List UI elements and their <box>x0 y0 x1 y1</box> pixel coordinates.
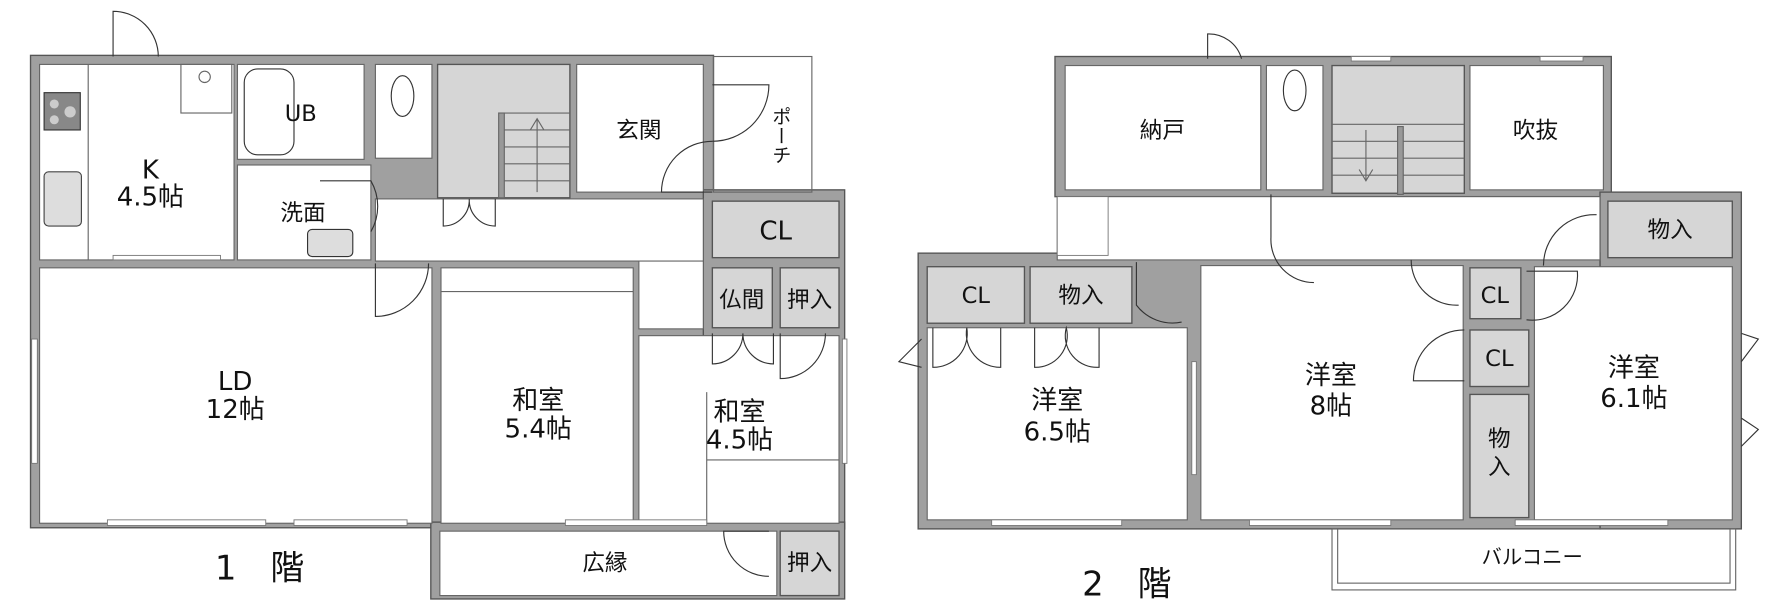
closet <box>1469 329 1530 388</box>
porch-label: ポーチ <box>769 107 792 165</box>
storage-label: 納戸 <box>1140 118 1185 144</box>
room-size: 6.1帖 <box>1600 384 1667 414</box>
entrance-label: 玄関 <box>616 118 661 144</box>
oshiire <box>779 267 840 329</box>
ld-size: 12帖 <box>206 395 265 425</box>
doors <box>112 10 827 577</box>
washitsu-size: 5.4帖 <box>505 414 572 444</box>
oshiire-label: 押入 <box>787 287 832 313</box>
closet <box>1469 267 1522 320</box>
monoire <box>1469 393 1530 519</box>
toilet-icon <box>390 75 415 117</box>
living-dining <box>39 267 433 524</box>
bathtub-icon <box>243 68 295 156</box>
room-label: 洋室 <box>1608 353 1660 383</box>
washbasin-icon <box>306 228 354 258</box>
floor-2-title: 2 階 <box>1082 565 1171 604</box>
hallway <box>638 260 704 330</box>
closet-label: CL <box>962 283 991 309</box>
washitsu-4-5 <box>638 335 840 524</box>
kitchen-label: K <box>142 156 160 186</box>
closet-label: CL <box>1485 346 1514 372</box>
kitchen-closet <box>180 63 233 114</box>
void <box>1469 64 1604 191</box>
monoire <box>1029 266 1133 324</box>
washitsu-label: 和室 <box>714 397 766 427</box>
ld-label: LD <box>218 367 253 397</box>
monoire-label: 物入 <box>1058 283 1103 309</box>
engawa-label: 広縁 <box>582 551 627 577</box>
closet <box>711 200 840 259</box>
stairs-icon <box>498 112 570 199</box>
washitsu-5-4 <box>440 267 634 524</box>
oshiire <box>779 530 840 597</box>
toilet-icon <box>1282 69 1307 112</box>
room-label: 洋室 <box>1031 386 1083 416</box>
monoire-label-bottom: 入 <box>1488 455 1511 481</box>
windows <box>991 56 1669 526</box>
stairs-icon <box>1332 123 1465 195</box>
butsuma <box>711 267 773 329</box>
monoire <box>1607 200 1733 259</box>
monoire-label-top: 物 <box>1488 426 1511 452</box>
room-label: 洋室 <box>1305 361 1357 391</box>
bath-label: UB <box>285 101 317 127</box>
doors <box>897 33 1760 447</box>
floor-1-plan: K 4.5帖 UB 洗面 玄関 ポーチ CL 仏間 押入 LD 12帖 和室 5… <box>29 10 848 600</box>
closet-label: CL <box>1481 283 1510 309</box>
closet-label: CL <box>759 217 792 247</box>
floor-1-title: 1 階 <box>215 549 304 588</box>
hallway <box>1056 196 1601 261</box>
entrance <box>576 63 704 193</box>
porch <box>712 55 813 193</box>
closet <box>926 266 1026 324</box>
floor-2-plan: 納戸 吹抜 物入 CL 物入 洋室 6.5帖 洋室 8帖 CL CL 物 入 洋… <box>897 33 1760 604</box>
kitchen-size: 4.5帖 <box>117 183 184 213</box>
butsuma-label: 仏間 <box>719 287 764 313</box>
engawa <box>439 530 778 597</box>
room-size: 6.5帖 <box>1024 418 1091 448</box>
western-room-6-5 <box>926 327 1188 521</box>
storage-room <box>1064 64 1262 191</box>
oshiire-label: 押入 <box>787 551 832 577</box>
washroom-label: 洗面 <box>280 200 325 226</box>
balcony-label: バルコニー <box>1482 545 1583 569</box>
washitsu-label: 和室 <box>512 386 564 416</box>
room-size: 8帖 <box>1310 392 1353 422</box>
monoire-label: 物入 <box>1648 217 1693 243</box>
windows <box>31 254 848 526</box>
western-room-8 <box>1200 265 1464 521</box>
sink-icon <box>43 171 82 227</box>
void-label: 吹抜 <box>1513 118 1558 144</box>
washitsu-size: 4.5帖 <box>706 426 773 456</box>
hallway <box>374 198 704 262</box>
